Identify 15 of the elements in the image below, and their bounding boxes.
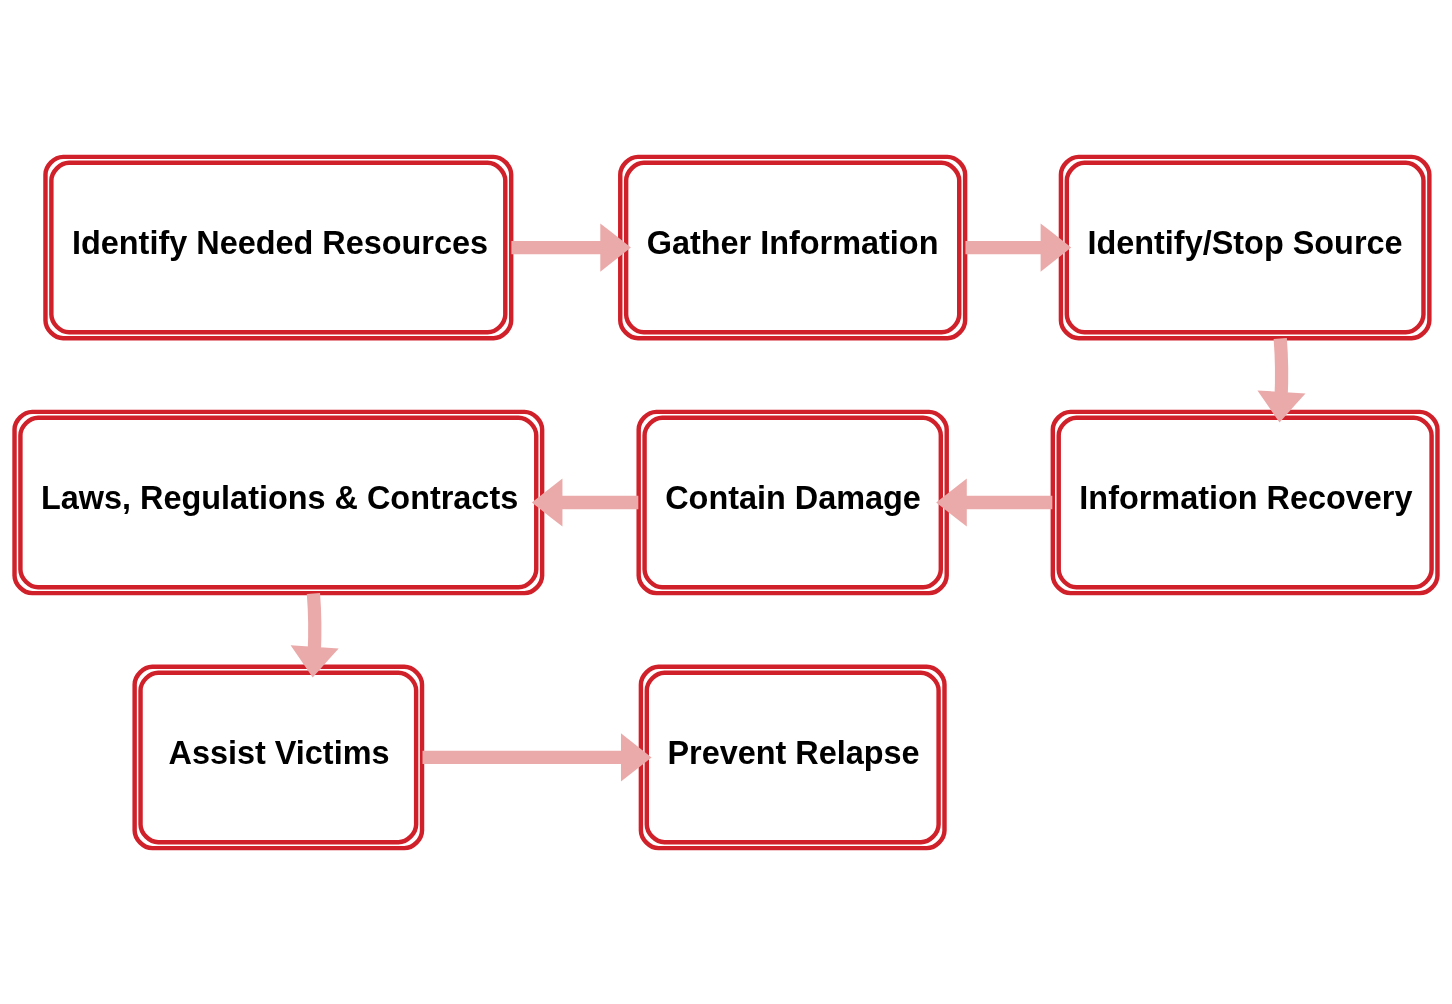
arrow <box>936 477 1053 527</box>
arrow <box>965 222 1072 272</box>
node-box: Laws, Regulations & Contracts <box>12 409 545 595</box>
node-box: Assist Victims <box>132 664 425 850</box>
node-box: Identify Needed Resources <box>43 154 514 340</box>
node-box: Gather Information <box>618 154 968 340</box>
node-box: Contain Damage <box>636 409 949 595</box>
node-box: Information Recovery <box>1050 409 1440 595</box>
arrow <box>531 477 639 527</box>
node-box: Prevent Relapse <box>638 664 947 850</box>
arrow <box>511 222 631 272</box>
arrow <box>422 732 652 782</box>
arrow <box>1257 337 1306 422</box>
arrow <box>290 592 339 677</box>
node-box: Identify/Stop Source <box>1058 154 1432 340</box>
